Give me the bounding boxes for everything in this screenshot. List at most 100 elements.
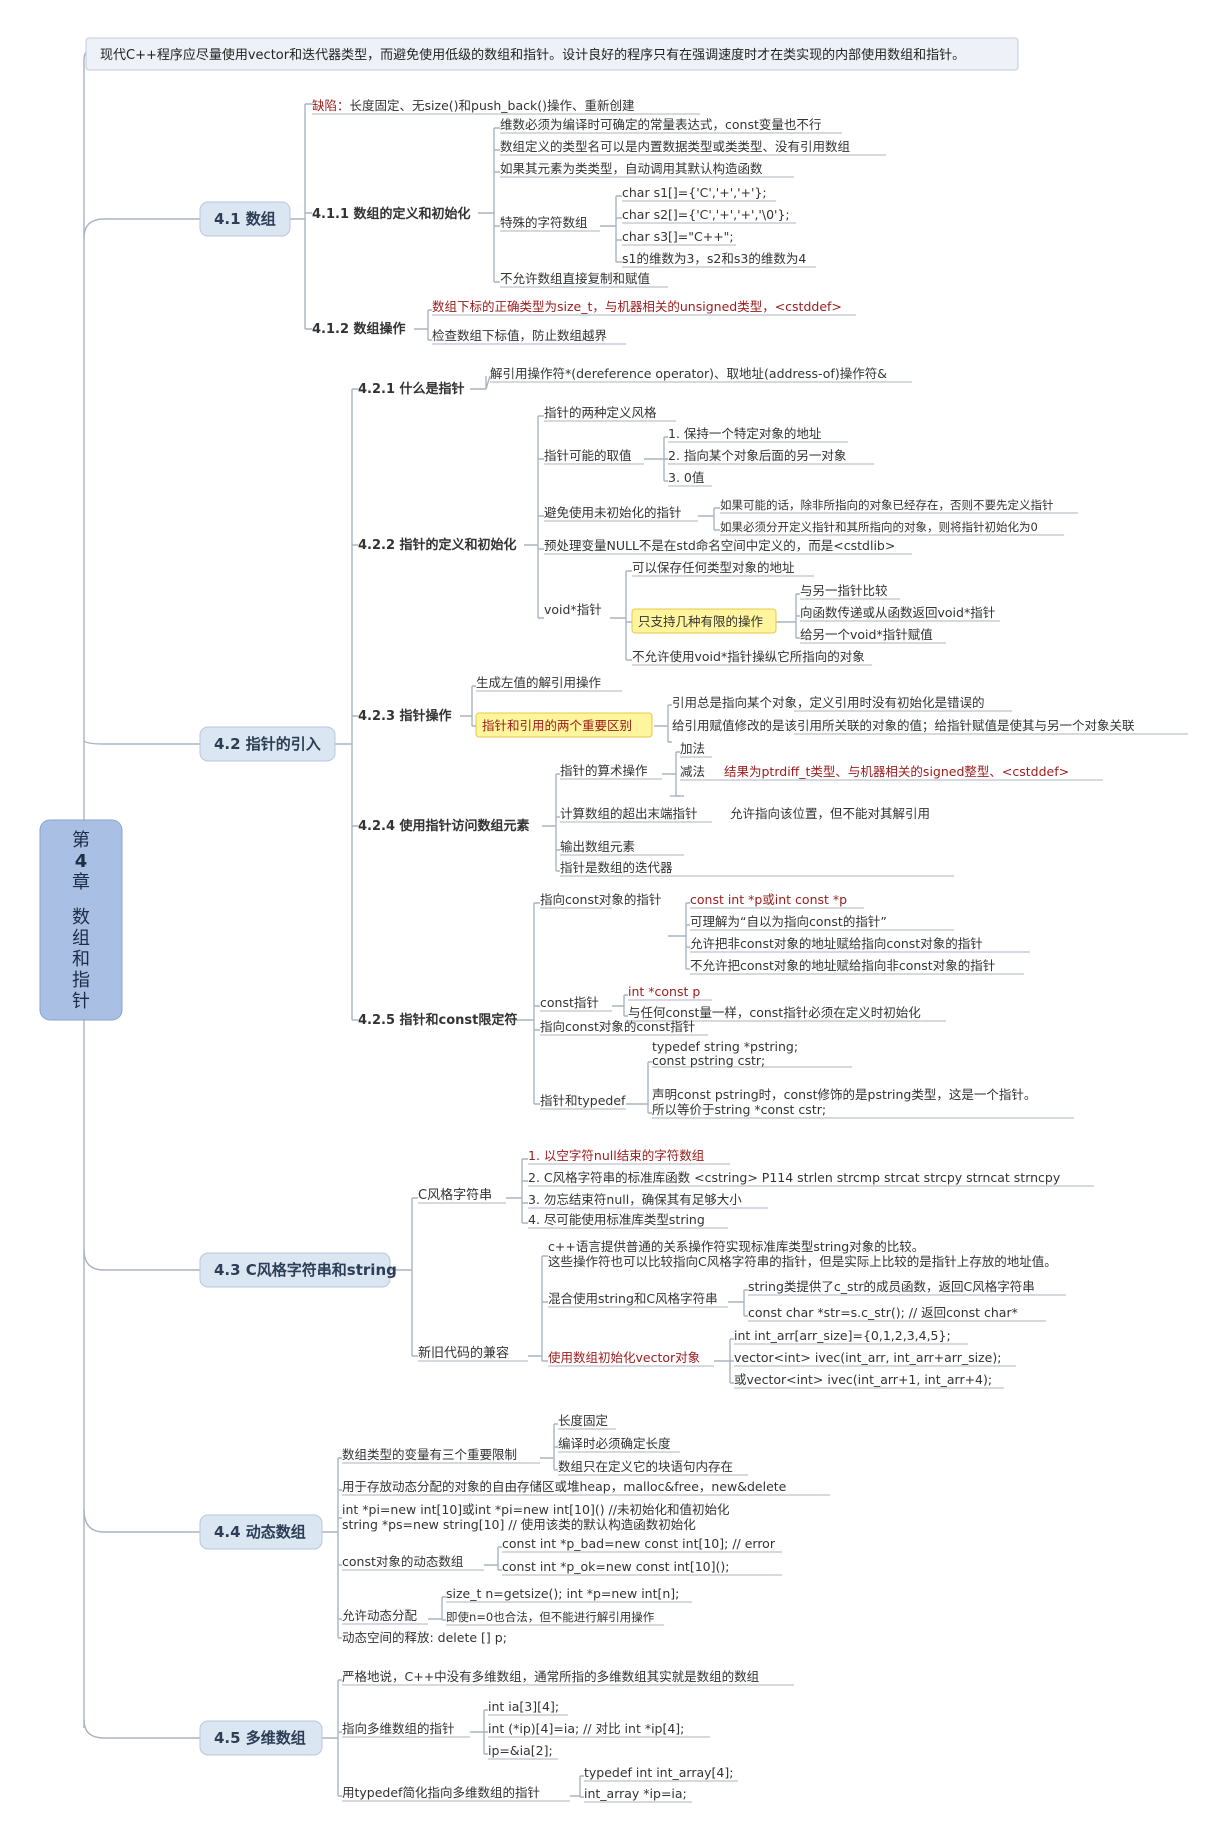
leaf: 数组只在定义它的块语句内存在 (558, 1459, 733, 1474)
leaf: 2. 指向某个对象后面的另一对象 (668, 448, 846, 463)
leaf: 预处理变量NULL不是在std命名空间中定义的，而是<cstdlib> (544, 538, 895, 553)
leaf: 指针和引用的两个重要区别 (482, 718, 632, 733)
trunk-line (83, 49, 93, 826)
svg-text:缺陷：长度固定、无size()和push_back()操作、: 缺陷：长度固定、无size()和push_back()操作、重新创建 (312, 98, 635, 113)
section-4-5: 严格地说，C++中没有多维数组，通常所指的多维数组其实就是数组的数组 指向多维数… (342, 1669, 759, 1801)
leaf: 用typedef简化指向多维数组的指针 (342, 1785, 540, 1800)
section-4-1: 缺陷：长度固定、无size()和push_back()操作、重新创建 4.1.1… (312, 98, 850, 343)
leaf: 不允许数组直接复制和赋值 (500, 271, 650, 286)
leaf-code: typedef int int_array[4]; (584, 1765, 733, 1780)
node-cstyle: C风格字符串 (418, 1187, 492, 1203)
leaf: void*指针 (544, 602, 602, 617)
node-4-2-4: 4.2.4 使用指针访问数组元素 (358, 818, 530, 834)
branch-label: 4.1 数组 (214, 210, 276, 228)
leaf: 如果可能的话，除非所指向的对象已经存在，否则不要先定义指针 (720, 498, 1054, 512)
node-4-2-5: 4.2.5 指针和const限定符 (358, 1012, 517, 1028)
branch-4-2[interactable]: 4.2 指针的引入 (199, 726, 336, 762)
node-4-2-2: 4.2.2 指针的定义和初始化 (358, 537, 517, 553)
leaf: 给另一个void*指针赋值 (800, 627, 933, 642)
section-4-2: 4.2.1 什么是指针 解引用操作符*(dereference operator… (358, 366, 1135, 1117)
leaf-code: char s3[]="C++"; (622, 229, 734, 244)
leaf-code: const char *str=s.c_str(); // 返回const ch… (748, 1305, 1018, 1320)
leaf: 指针的两种定义风格 (544, 405, 657, 420)
node-4-2-3: 4.2.3 指针操作 (358, 708, 452, 724)
leaf: 可以保存任何类型对象的地址 (632, 560, 795, 575)
leaf: 维数必须为编译时可确定的常量表达式，const变量也不行 (500, 117, 821, 132)
leaf: 生成左值的解引用操作 (476, 675, 602, 690)
leaf: 指向多维数组的指针 (342, 1721, 455, 1736)
leaf: s1的维数为3，s2和s3的维数为4 (622, 251, 806, 266)
leaf-code: int int_arr[arr_size]={0,1,2,3,4,5}; (734, 1328, 951, 1343)
flaw-text: 长度固定、无size()和push_back()操作、重新创建 (350, 98, 635, 113)
highlight-ptr-ref-diff (475, 712, 653, 738)
leaf: 指向const对象的指针 (540, 892, 661, 907)
node-4-1-2: 4.1.2 数组操作 (312, 321, 406, 337)
leaf: 只支持几种有限的操作 (638, 614, 764, 629)
leaf: 即使n=0也合法，但不能进行解引用操作 (446, 1610, 655, 1624)
leaf: 3. 勿忘结束符null，确保其有足够大小 (528, 1192, 742, 1207)
leaf: 数组定义的类型名可以是内置数据类型或类类型、没有引用数组 (500, 139, 850, 154)
leaf: 引用总是指向某个对象，定义引用时没有初始化是错误的 (672, 695, 985, 710)
leaf-code: vector<int> ivec(int_arr, int_arr+arr_si… (734, 1350, 1001, 1365)
leaf: 编译时必须确定长度 (558, 1436, 671, 1451)
branch-4-1[interactable]: 4.1 数组 (199, 201, 291, 237)
leaf-code: const int *p或int const *p (690, 892, 847, 907)
leaf: 指针的算术操作 (560, 763, 648, 778)
leaf: string类提供了c_str的成员函数，返回C风格字符串 (748, 1279, 1035, 1294)
leaf: 解引用操作符*(dereference operator)、取地址(addres… (490, 366, 887, 381)
node-4-2-1: 4.2.1 什么是指针 (358, 381, 465, 397)
branch-label: 4.4 动态数组 (214, 1523, 306, 1541)
leaf-code: char s1[]={'C','+','+'}; (622, 185, 767, 200)
leaf: 数组类型的变量有三个重要限制 (342, 1447, 517, 1462)
section-4-4: 数组类型的变量有三个重要限制 长度固定 编译时必须确定长度 数组只在定义它的块语… (342, 1413, 787, 1645)
leaf: 与另一指针比较 (800, 583, 888, 598)
leaf: 混合使用string和C风格字符串 (548, 1291, 718, 1306)
leaf: 计算数组的超出末端指针 (560, 806, 698, 821)
leaf: 不允许使用void*指针操纵它所指向的对象 (632, 649, 865, 664)
leaf: 向函数传递或从函数返回void*指针 (800, 605, 995, 620)
leaf-code: const int *p_bad=new const int[10]; // e… (502, 1536, 776, 1551)
leaf: 如果其元素为类类型，自动调用其默认构造函数 (500, 161, 763, 176)
leaf: 1. 保持一个特定对象的地址 (668, 426, 822, 441)
leaf-code: 或vector<int> ivec(int_arr+1, int_arr+4); (734, 1372, 992, 1387)
connector-lines (83, 49, 800, 1798)
node-compat: 新旧代码的兼容 (418, 1345, 509, 1361)
leaf: 加法 (680, 741, 705, 756)
leaf-code: const int *p_ok=new const int[10](); (502, 1559, 729, 1574)
leaf-code: int *const p (628, 984, 700, 999)
leaf: 允许指向该位置，但不能对其解引用 (730, 806, 930, 821)
leaf: 指针和typedef (540, 1093, 626, 1108)
leaf: 特殊的字符数组 (500, 215, 588, 230)
leaf-code: int_array *ip=ia; (584, 1786, 687, 1801)
flaw-prefix: 缺陷： (312, 98, 350, 113)
leaf: 用于存放动态分配的对象的自由存储区或堆heap，malloc&free，new&… (342, 1479, 787, 1494)
leaf: 2. C风格字符串的标准库函数 <cstring> P114 strlen st… (528, 1170, 1061, 1185)
branch-4-5[interactable]: 4.5 多维数组 (199, 1720, 323, 1756)
leaf: c++语言提供普通的关系操作符实现标准库类型string对象的比较。 (548, 1239, 924, 1254)
leaf: const指针 (540, 995, 599, 1010)
leaf: 声明const pstring时，const修饰的是pstring类型，这是一个… (652, 1087, 1036, 1102)
leaf: 指针可能的取值 (544, 448, 632, 463)
leaf-code: ip=&ia[2]; (488, 1743, 553, 1758)
leaf-code: char s2[]={'C','+','+','\0'}; (622, 207, 790, 222)
leaf: 允许动态分配 (342, 1608, 418, 1623)
leaf: 长度固定 (558, 1413, 608, 1428)
branch-4-4[interactable]: 4.4 动态数组 (199, 1514, 323, 1550)
leaf: 避免使用未初始化的指针 (544, 505, 682, 520)
top-note-box (85, 37, 1019, 71)
leaf-code: typedef string *pstring; (652, 1039, 798, 1054)
leaf-code: size_t n=getsize(); int *p=new int[n]; (446, 1586, 679, 1601)
leaf-underlines (312, 113, 1188, 1803)
leaf: 使用数组初始化vector对象 (548, 1350, 700, 1365)
branch-4-3[interactable]: 4.3 C风格字符串和string (199, 1252, 397, 1288)
leaf: 可理解为“自以为指向const的指针” (690, 914, 887, 929)
leaf-code: int *pi=new int[10]或int *pi=new int[10](… (342, 1502, 730, 1517)
leaf-code: int (*ip)[4]=ia; // 对比 int *ip[4]; (488, 1721, 684, 1736)
leaf: 动态空间的释放: delete [] p; (342, 1630, 507, 1645)
leaf: 检查数组下标值，防止数组越界 (432, 328, 608, 343)
leaf: 如果必须分开定义指针和其所指向的对象，则将指针初始化为0 (720, 520, 1038, 534)
leaf: 1. 以空字符null结束的字符数组 (528, 1148, 704, 1163)
leaf: 输出数组元素 (560, 839, 635, 854)
